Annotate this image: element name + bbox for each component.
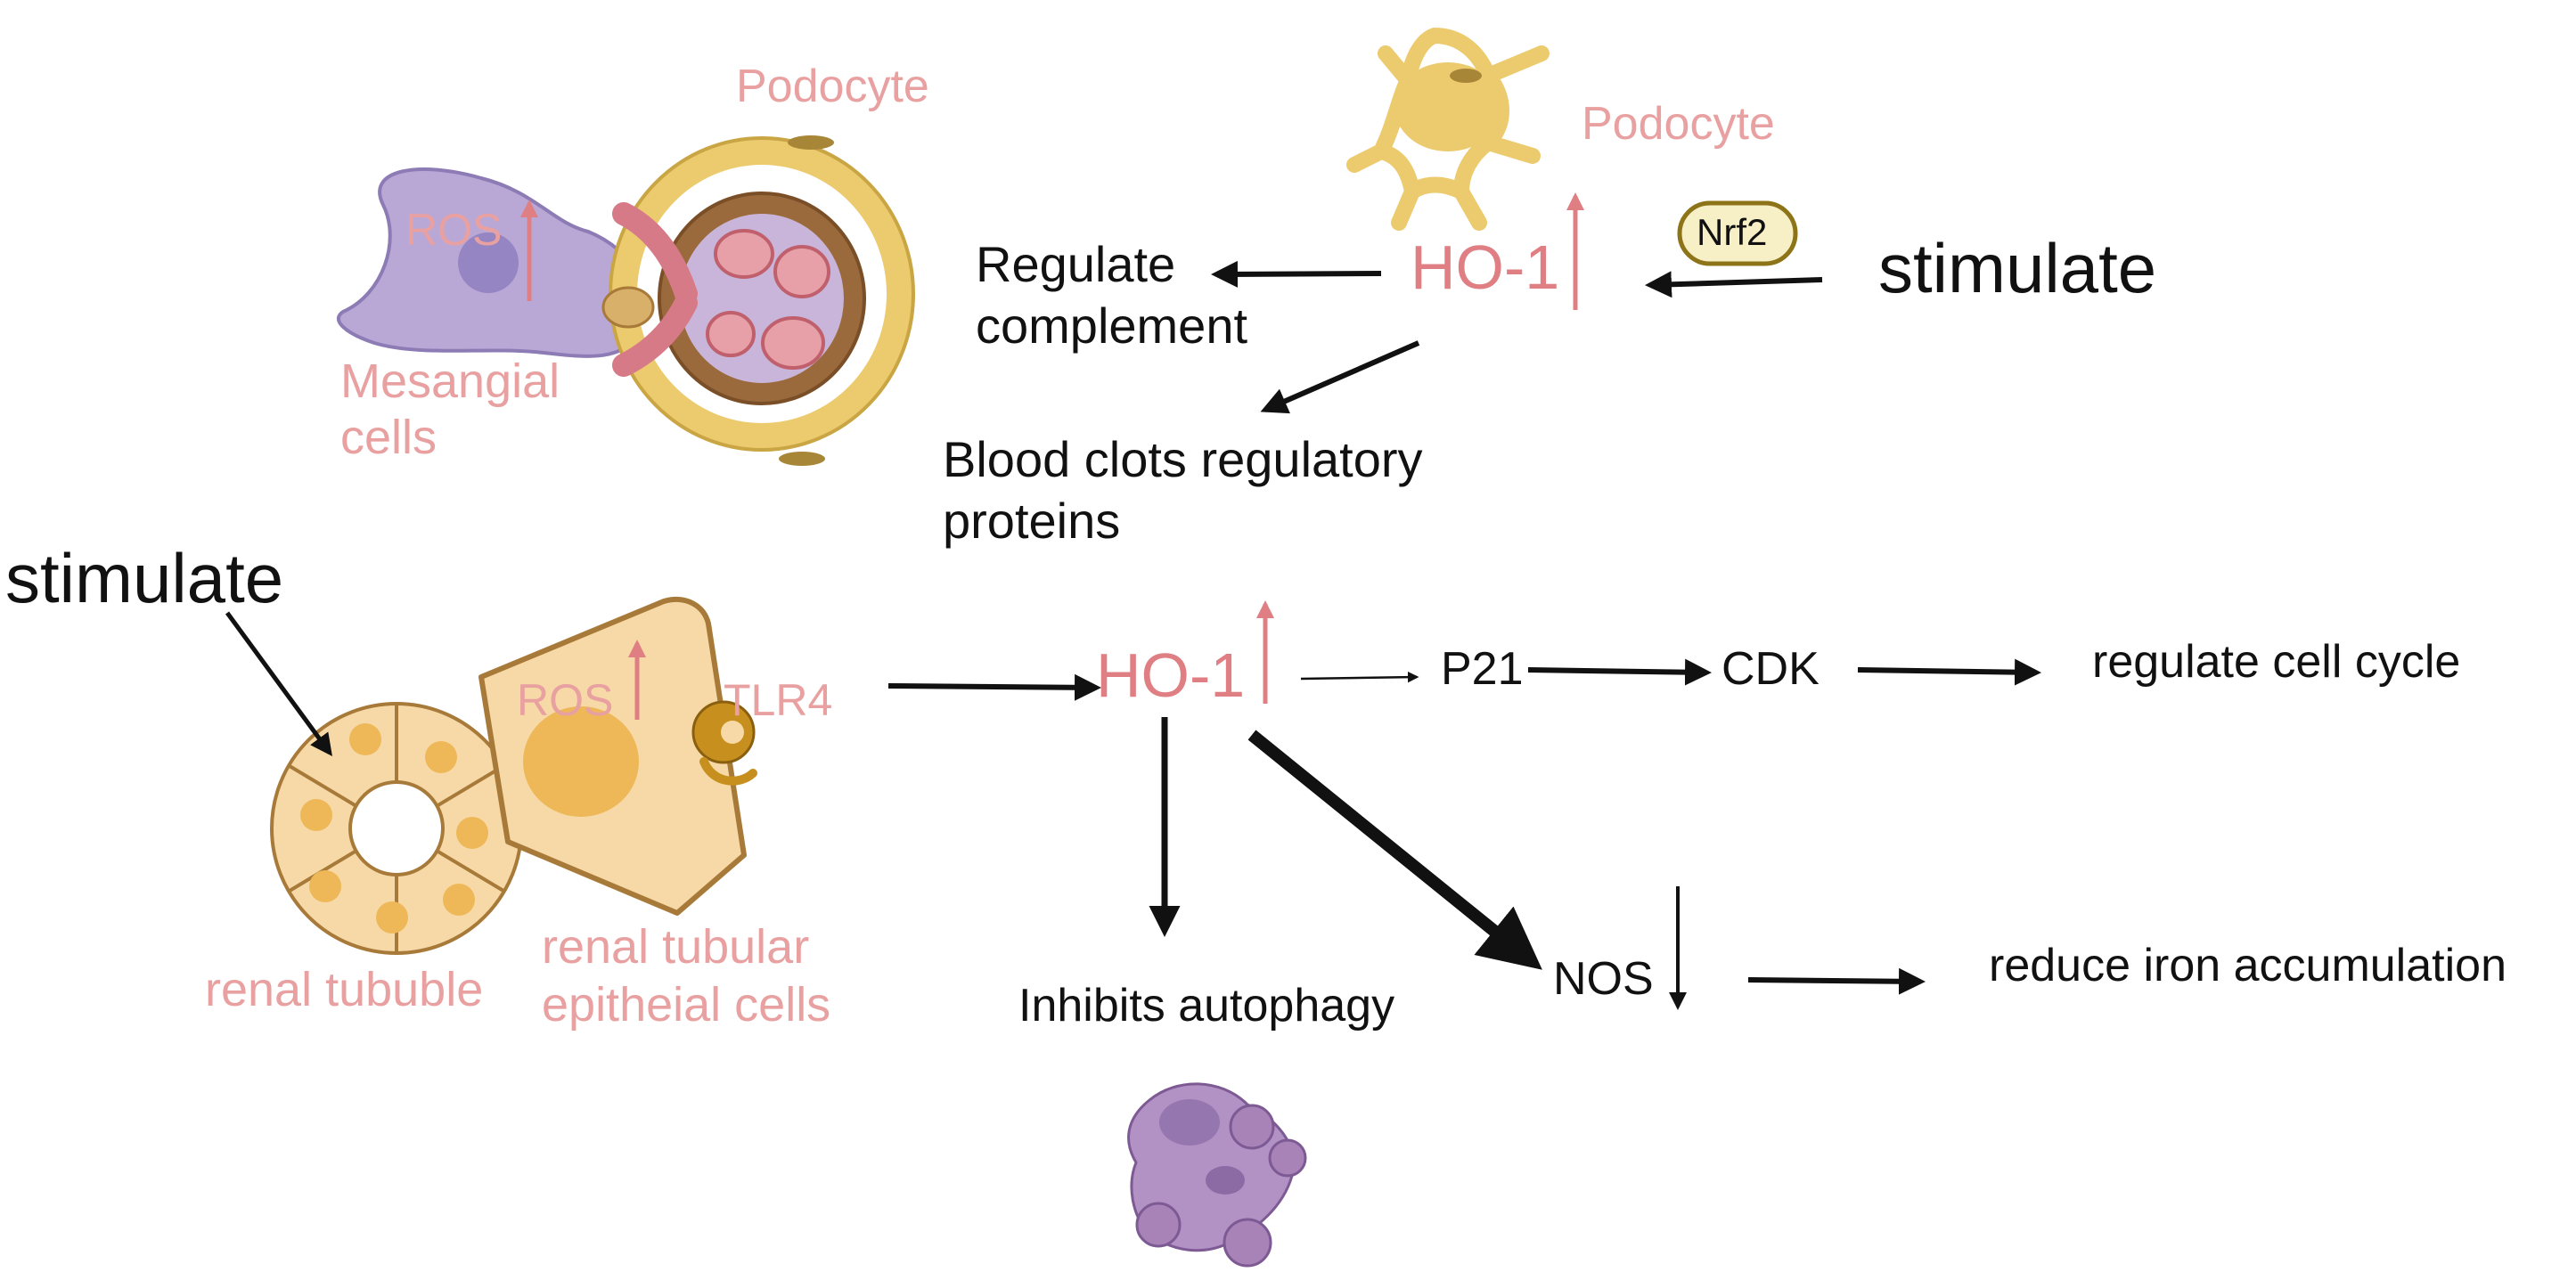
renal-tubule-label: renal tububle bbox=[205, 963, 484, 1016]
nrf2-label: Nrf2 bbox=[1697, 211, 1768, 253]
podocyte-cell-icon bbox=[1346, 28, 1550, 231]
mesangial-label-line2: cells bbox=[340, 411, 438, 464]
blood-clots-line2: proteins bbox=[943, 493, 1121, 549]
bottom-ho1-label: HO-1 bbox=[1096, 640, 1246, 710]
nrf2-pill bbox=[1677, 200, 1798, 266]
tlr4-label: TLR4 bbox=[724, 675, 833, 725]
arrow-stimulate-to-tubule bbox=[225, 611, 332, 757]
autophagy-label: Inhibits autophagy bbox=[1018, 980, 1395, 1031]
tlr4-receptor-icon bbox=[691, 700, 757, 786]
arrow-ho1-to-nos bbox=[1247, 730, 1542, 970]
bottom-ros-label: ROS bbox=[517, 675, 614, 725]
renal-tubule-icon bbox=[270, 702, 523, 955]
bottom-stimulate-label: stimulate bbox=[5, 539, 284, 617]
podocyte-left-label: Podocyte bbox=[736, 61, 929, 112]
mesangial-label-line1: Mesangial bbox=[340, 355, 560, 408]
arrow-ho1-to-blood-clots bbox=[1260, 340, 1420, 414]
podocyte-right-label: Podocyte bbox=[1582, 98, 1775, 150]
cell-cycle-label: regulate cell cycle bbox=[2092, 636, 2461, 688]
epithelial-label-line2: epitheial cells bbox=[542, 978, 831, 1031]
arrow-nos-to-iron bbox=[1747, 967, 1926, 995]
p21-label: P21 bbox=[1441, 643, 1524, 695]
iron-label: reduce iron accumulation bbox=[1989, 940, 2506, 991]
nos-label: NOS bbox=[1553, 953, 1654, 1005]
arrow-cdk-to-cell-cycle bbox=[1857, 658, 2041, 686]
mesangial-cell-icon bbox=[336, 167, 650, 358]
top-ros-label: ROS bbox=[405, 205, 503, 255]
glomerulus-icon bbox=[601, 135, 915, 466]
regulate-complement-line1: Regulate bbox=[976, 236, 1176, 292]
arrow-ho1-to-complement bbox=[1211, 260, 1382, 288]
arrow-stimulate-to-ho1 bbox=[1645, 271, 1823, 298]
cdk-label: CDK bbox=[1721, 643, 1820, 695]
top-ho1-label: HO-1 bbox=[1411, 232, 1560, 302]
arrow-epithelial-to-ho1 bbox=[887, 673, 1101, 701]
arrow-p21-to-cdk bbox=[1527, 658, 1712, 686]
epithelial-label-line1: renal tubular bbox=[542, 920, 810, 974]
epithelial-cell-icon bbox=[478, 597, 747, 916]
blood-clots-line1: Blood clots regulatory bbox=[943, 431, 1423, 487]
arrow-ho1-to-p21 bbox=[1300, 671, 1419, 683]
autophagy-cell-icon bbox=[1127, 1082, 1307, 1268]
top-stimulate-label: stimulate bbox=[1878, 229, 2157, 307]
regulate-complement-line2: complement bbox=[976, 298, 1248, 354]
